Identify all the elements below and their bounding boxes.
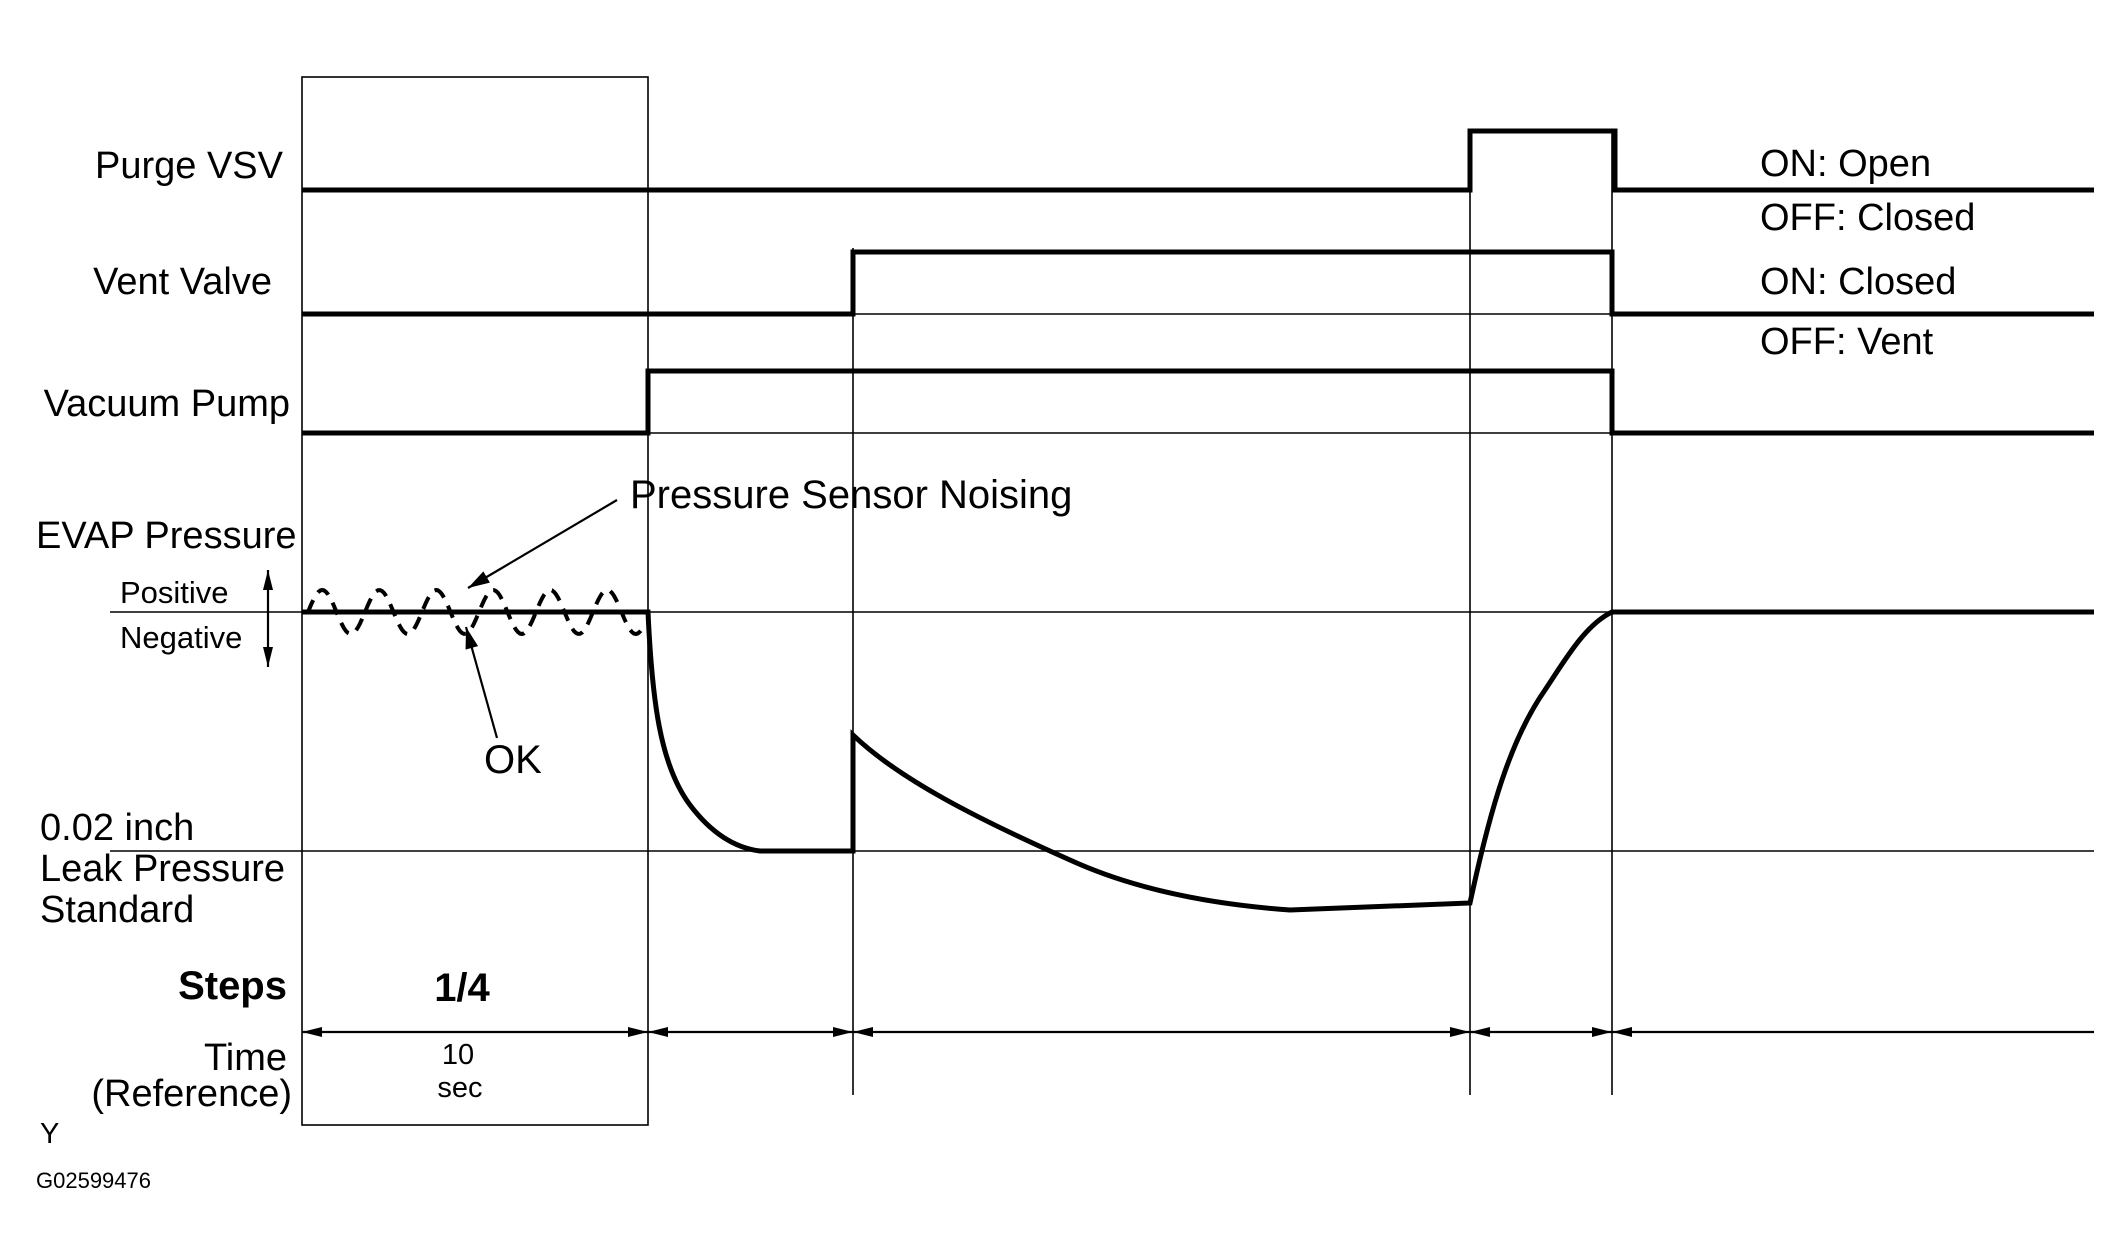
vacuum-pump-trace <box>302 368 2094 436</box>
time-unit: sec <box>437 1072 482 1104</box>
vent-valve-trace <box>302 249 2094 317</box>
label-negative: Negative <box>120 620 242 655</box>
evap-pressure-trace <box>302 609 2094 913</box>
noise-wave <box>306 587 646 637</box>
label-leak-2: Leak Pressure <box>40 848 285 890</box>
purge-vsv-trace <box>302 128 2094 193</box>
label-purge-vsv: Purge VSV <box>95 145 284 187</box>
label-vent-valve: Vent Valve <box>93 261 272 303</box>
label-leak-3: Standard <box>40 889 194 931</box>
label-positive: Positive <box>120 575 229 610</box>
label-leak-1: 0.02 inch <box>40 807 194 849</box>
label-reference: (Reference) <box>91 1073 292 1115</box>
footer-marker: Y <box>40 1118 59 1150</box>
state-vent-on: ON: Closed <box>1760 261 1956 303</box>
annotation-ok: OK <box>484 738 542 782</box>
label-steps: Steps <box>178 964 287 1008</box>
label-time: Time <box>204 1037 287 1079</box>
label-vacuum-pump: Vacuum Pump <box>44 383 290 425</box>
step1-box <box>301 76 649 1126</box>
state-vent-off: OFF: Vent <box>1760 321 1934 363</box>
label-evap-pressure: EVAP Pressure <box>36 515 297 557</box>
annotation-noising: Pressure Sensor Noising <box>630 473 1072 517</box>
state-purge-off: OFF: Closed <box>1760 197 1975 239</box>
ok-pointer <box>464 626 499 739</box>
time-value: 10 <box>442 1039 474 1071</box>
noising-pointer <box>467 499 618 589</box>
footer-code: G02599476 <box>36 1168 151 1193</box>
state-purge-on: ON: Open <box>1760 143 1931 185</box>
step-1-label: 1/4 <box>434 966 490 1010</box>
